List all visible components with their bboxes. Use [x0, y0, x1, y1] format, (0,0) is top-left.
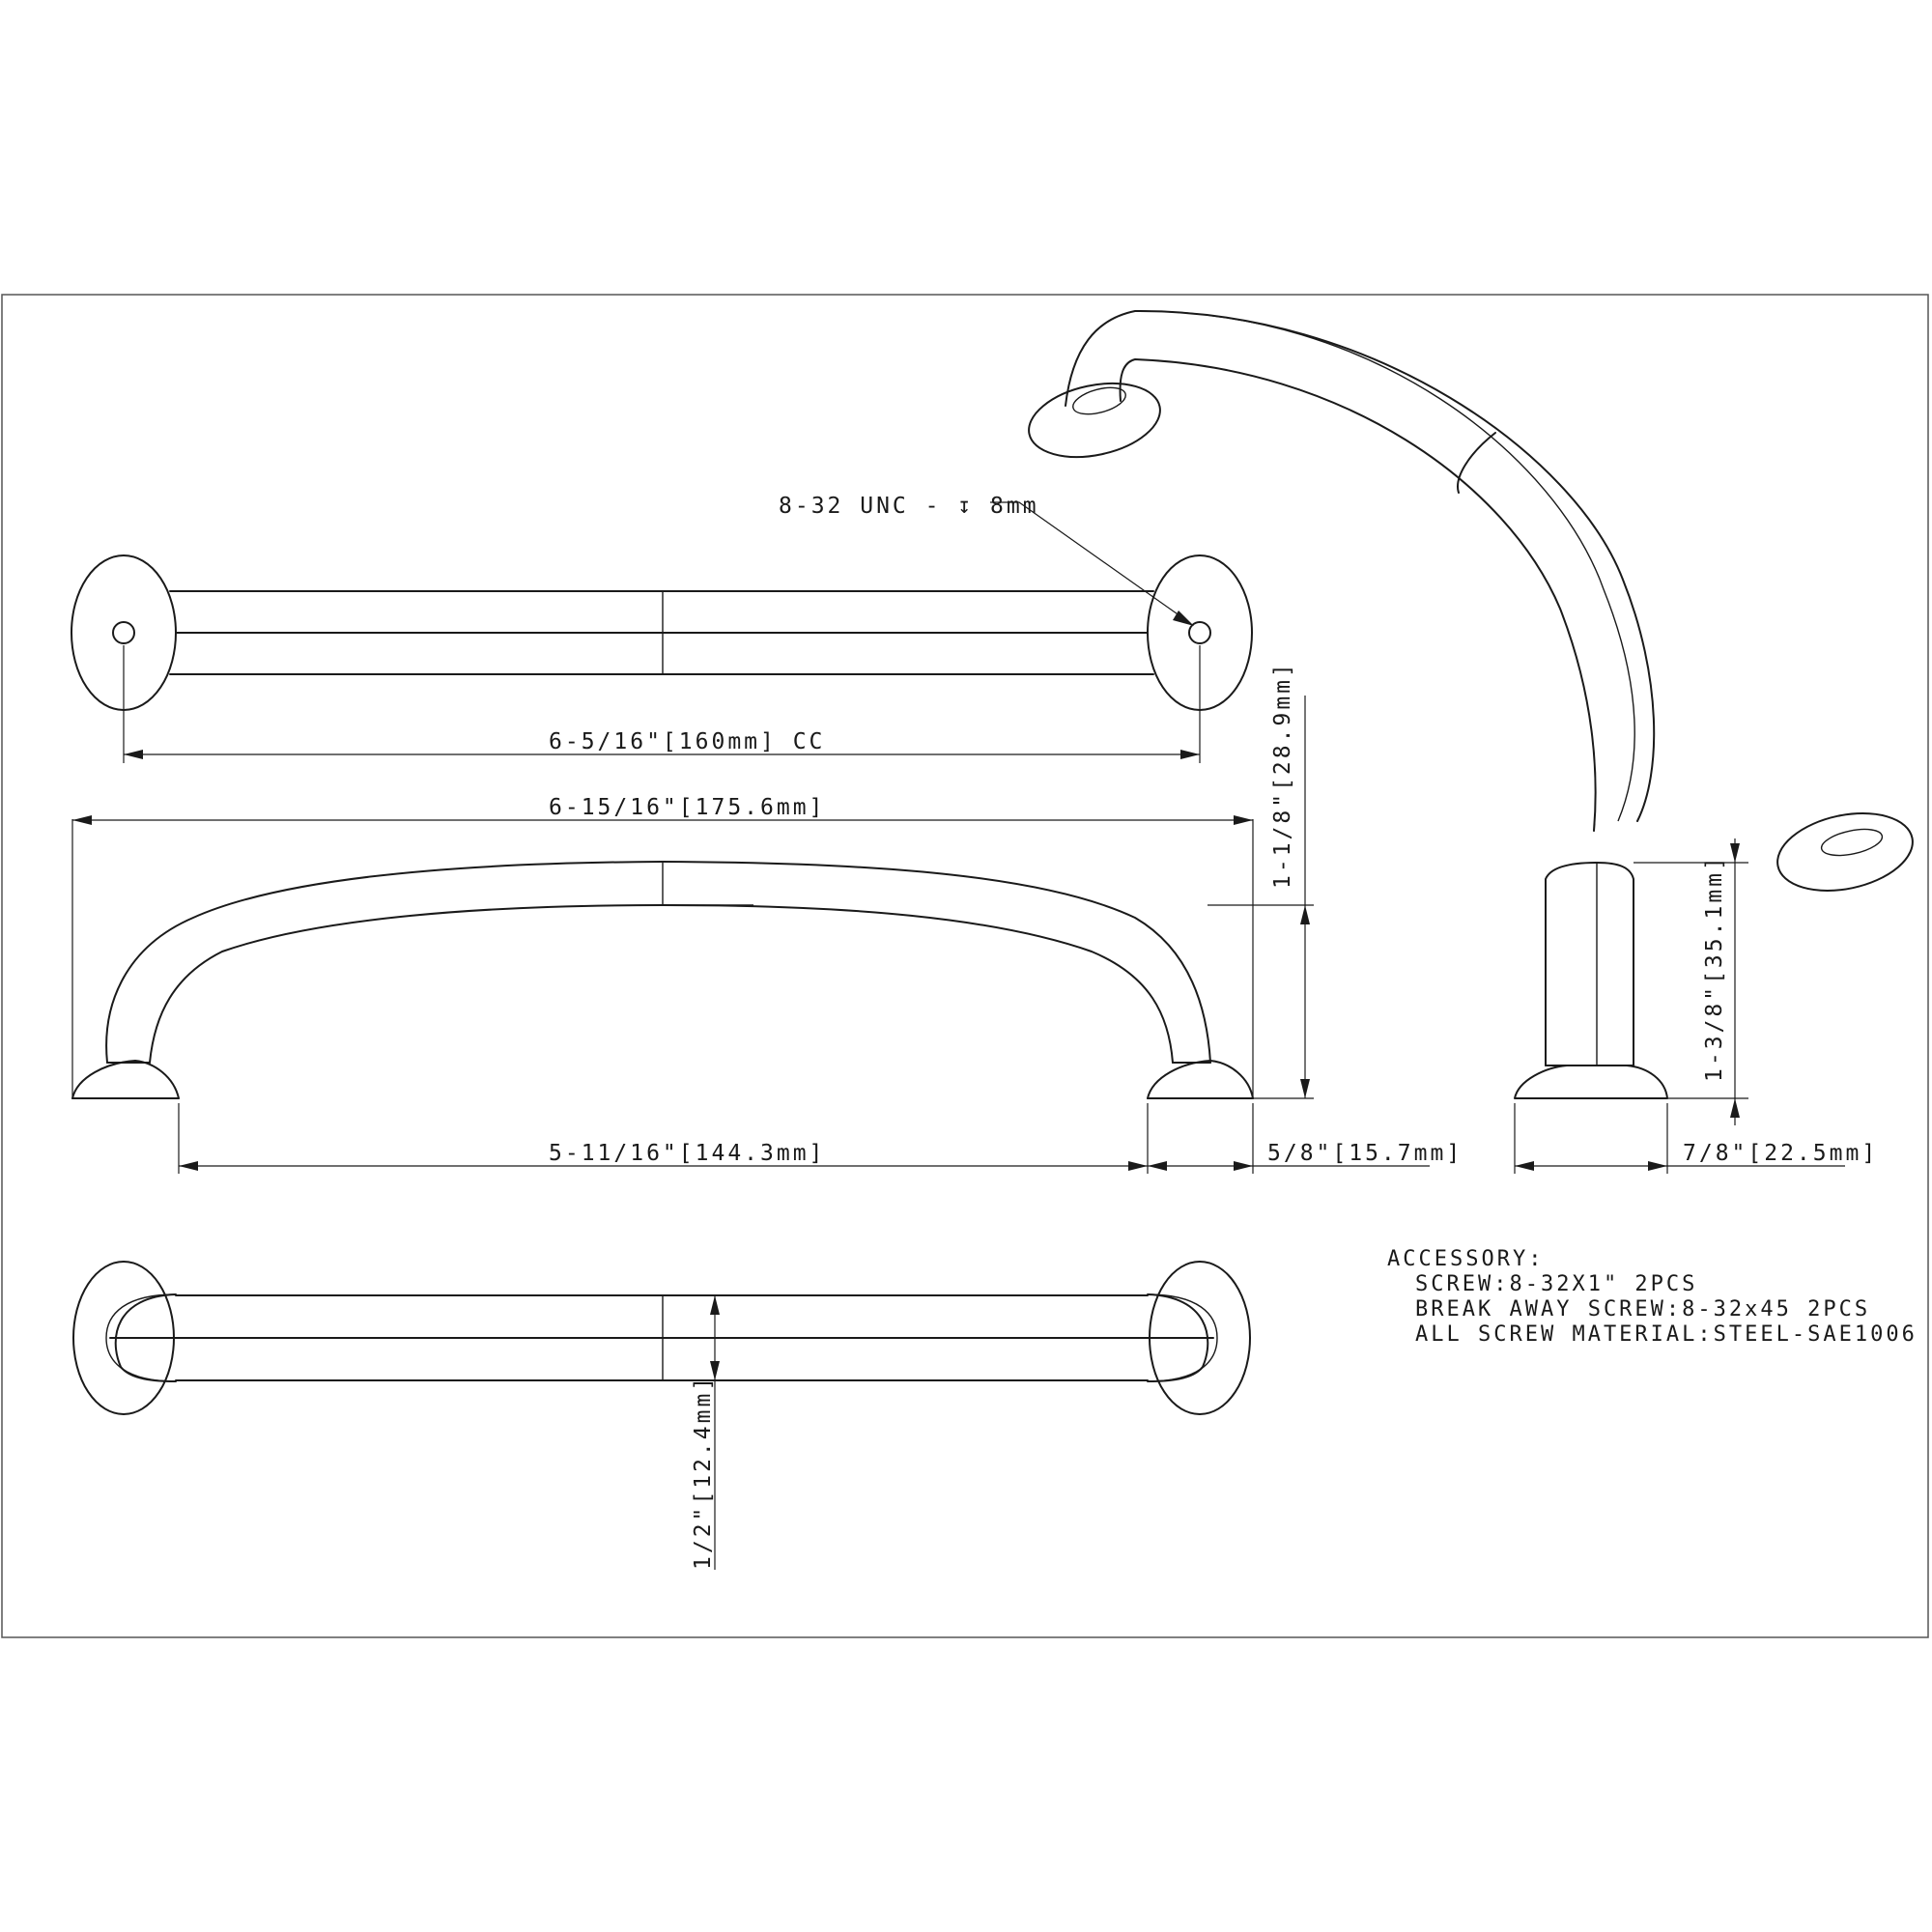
thread-callout: 8-32 UNC - ↧ 8mm: [779, 494, 1039, 519]
bar-thickness-label: 1/2"[12.4mm]: [691, 1375, 716, 1570]
center-to-center-label: 6-5/16"[160mm] CC: [549, 729, 825, 754]
inner-span-label: 5-11/16"[144.3mm]: [549, 1141, 825, 1166]
mounting-hole-right: [1188, 621, 1211, 644]
accessory-notes: ACCESSORY: SCREW:8-32X1" 2PCS BREAK AWAY…: [1387, 1247, 1918, 1347]
projection-label: 1-3/8"[35.1mm]: [1702, 854, 1727, 1082]
mounting-hole-left: [112, 621, 135, 644]
overall-length-label: 6-15/16"[175.6mm]: [549, 795, 825, 820]
overall-height-label: 1-1/8"[28.9mm]: [1270, 661, 1295, 889]
base-diameter-label: 7/8"[22.5mm]: [1683, 1141, 1878, 1166]
top-view: [71, 501, 1253, 763]
accessory-line-3: ALL SCREW MATERIAL:STEEL-SAE1006: [1415, 1322, 1918, 1347]
isometric-view: [1028, 309, 1914, 892]
bottom-view: [72, 1261, 1251, 1570]
accessory-line-1: SCREW:8-32X1" 2PCS: [1415, 1272, 1697, 1296]
drawing-frame: [1, 294, 1929, 1638]
front-view: [71, 696, 1430, 1174]
side-view: [1514, 838, 1845, 1174]
foot-width-label: 5/8"[15.7mm]: [1267, 1141, 1463, 1166]
accessory-title: ACCESSORY:: [1387, 1247, 1544, 1271]
accessory-line-2: BREAK AWAY SCREW:8-32x45 2PCS: [1415, 1297, 1870, 1321]
